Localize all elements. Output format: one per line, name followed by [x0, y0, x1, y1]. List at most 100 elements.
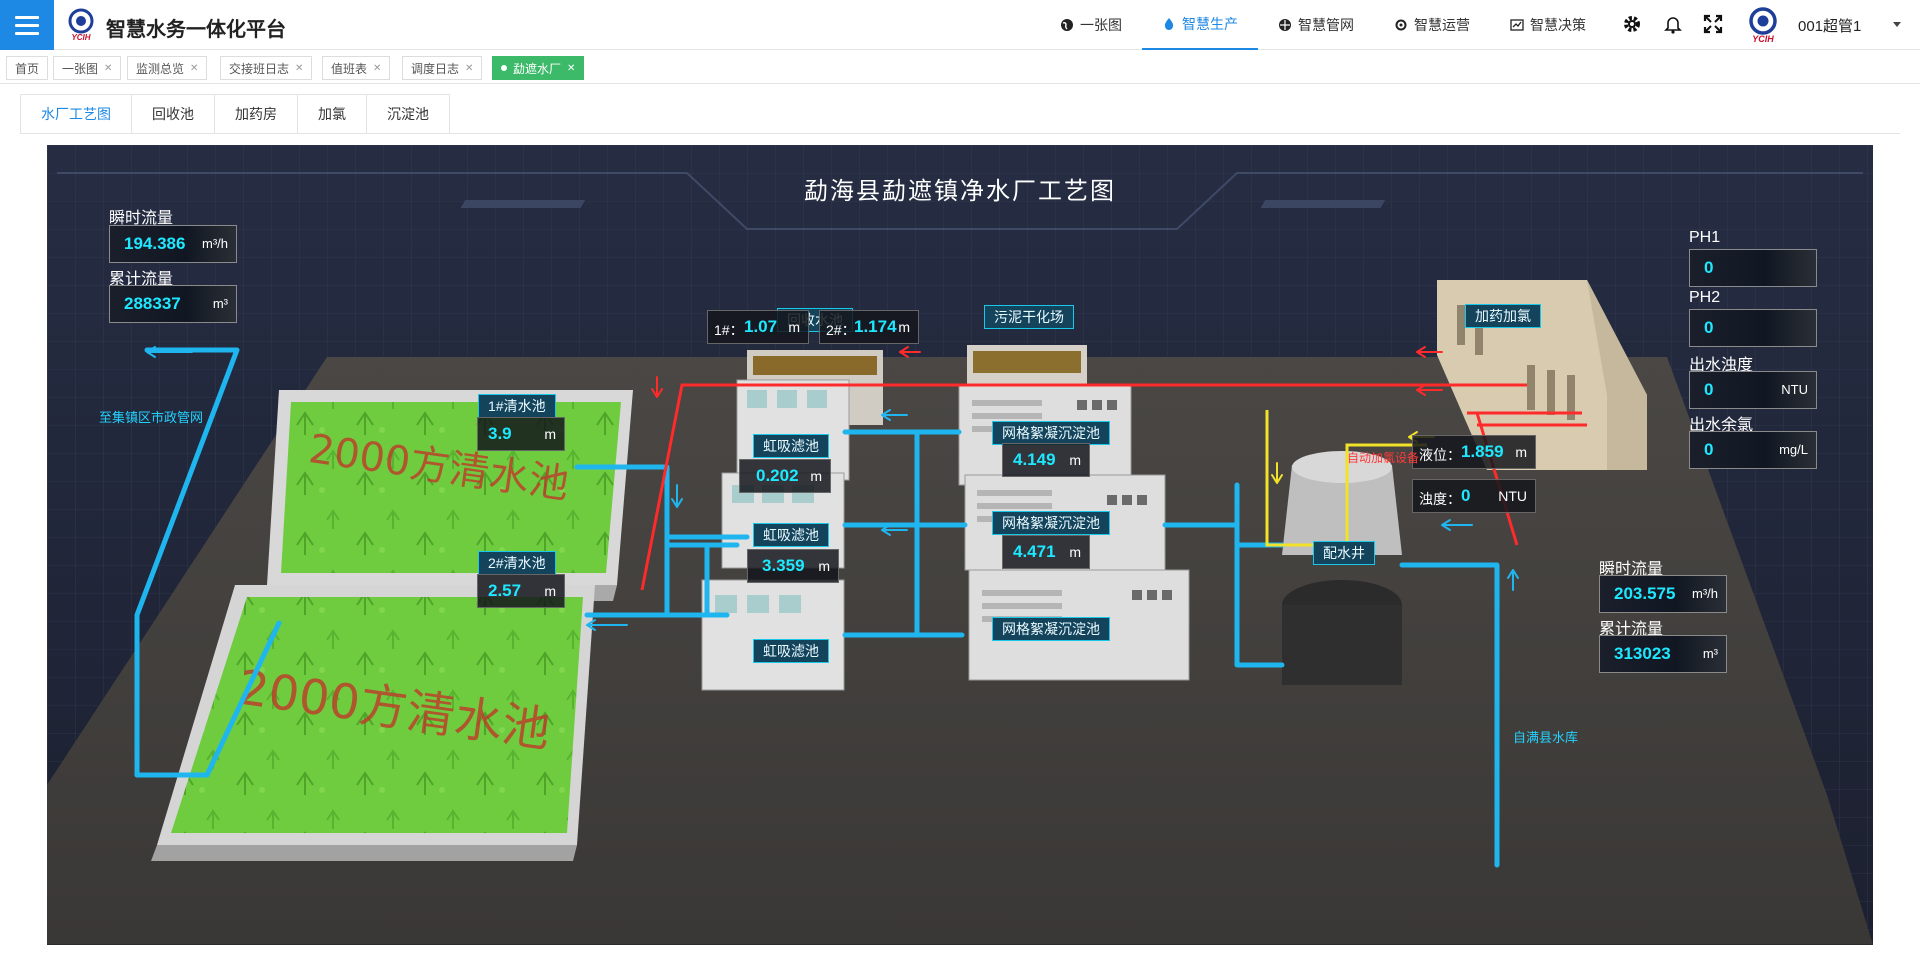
close-icon[interactable]: ✕	[190, 62, 199, 74]
reading-value: 1.859	[1461, 442, 1504, 461]
right-total-flow-label: 累计流量	[1599, 621, 1664, 638]
left-instant-flow: 194.386 m³/h	[109, 225, 237, 263]
globe-icon	[1061, 19, 1073, 31]
tag-bar: 首页 一张图 ✕ 监测总览 ✕ 交接班日志✕ 值班表 ✕ 调度日志 ✕ 勐遮水厂 ✕	[0, 51, 1920, 84]
turbidity-unit: NTU	[1781, 382, 1808, 397]
reading-value: 4.471	[1013, 542, 1056, 561]
siphon-filter-1-label[interactable]: 虹吸滤池	[753, 434, 829, 458]
chlorine-unit: mg/L	[1779, 442, 1808, 457]
right-total-flow-unit: m³	[1702, 646, 1718, 661]
tag-label: 监测总览	[136, 61, 185, 76]
reading-value: 3.359	[762, 556, 805, 575]
tag-monitor[interactable]: 监测总览 ✕	[127, 56, 208, 80]
sedimentation-1-level: 4.149 m	[1002, 443, 1090, 477]
from-reservoir-note: 自满县水库	[1513, 730, 1579, 745]
tab-chlorination[interactable]: 加氯	[297, 94, 366, 134]
close-icon[interactable]: ✕	[567, 62, 576, 74]
auto-dosing-note: 自动加氯设备	[1347, 451, 1420, 465]
tag-one-map[interactable]: 一张图 ✕	[53, 56, 122, 80]
tag-dispatch-log[interactable]: 调度日志 ✕	[402, 56, 483, 80]
turbidity-meter: 0 NTU	[1689, 371, 1817, 409]
process-diagram: 2000方清水池 2000方清水池	[47, 145, 1873, 945]
nav-label: 智慧运营	[1414, 17, 1470, 33]
tag-label: 值班表	[331, 61, 368, 76]
tag-label: 调度日志	[411, 61, 460, 76]
clear-pool-2-label[interactable]: 2#清水池	[478, 551, 556, 575]
settings-icon[interactable]	[1621, 13, 1643, 35]
network-icon	[1279, 19, 1291, 31]
chlorine-meter: 0 mg/L	[1689, 431, 1817, 469]
right-total-flow-value: 313023	[1614, 644, 1671, 663]
tag-label: 首页	[15, 61, 40, 76]
left-instant-flow-unit: m³/h	[202, 236, 228, 251]
right-instant-flow-unit: m³/h	[1692, 586, 1718, 601]
nav-label: 智慧生产	[1182, 16, 1238, 32]
reading-unit: m	[818, 558, 830, 574]
tag-plant[interactable]: 勐遮水厂 ✕	[492, 56, 585, 80]
fullscreen-icon[interactable]	[1702, 13, 1724, 35]
divider	[20, 133, 1900, 134]
sedimentation-3-label[interactable]: 网格絮凝沉淀池	[992, 617, 1110, 641]
tab-process-diagram[interactable]: 水厂工艺图	[20, 94, 131, 134]
avatar[interactable]: YCIH	[1744, 6, 1782, 44]
right-instant-flow: 203.575 m³/h	[1599, 575, 1727, 613]
close-icon[interactable]: ✕	[104, 62, 113, 74]
sedimentation-2-label[interactable]: 网格絮凝沉淀池	[992, 511, 1110, 535]
tab-recycle-pool[interactable]: 回收池	[131, 94, 214, 134]
left-instant-flow-value: 194.386	[124, 234, 186, 253]
reading-unit: m	[788, 319, 800, 335]
nav-smart-network[interactable]: 智慧管网	[1258, 0, 1374, 50]
reading-label: 浊度：	[1419, 491, 1461, 507]
clear-pool-2-level: 2.57 m	[477, 574, 565, 608]
chlorine-value: 0	[1704, 440, 1714, 459]
reading-value: 3.9	[488, 424, 512, 443]
siphon-filter-3-label[interactable]: 虹吸滤池	[753, 639, 829, 663]
reading-value: 1.07	[744, 317, 778, 336]
ph2-meter: 0	[1689, 309, 1817, 347]
sedimentation-1-label[interactable]: 网格絮凝沉淀池	[992, 421, 1110, 445]
sludge-yard-label[interactable]: 污泥干化场	[984, 305, 1074, 329]
tab-dosing-room[interactable]: 加药房	[214, 94, 297, 134]
svg-text:YCIH: YCIH	[71, 33, 90, 42]
cog-icon	[1395, 19, 1407, 31]
app-title: 智慧水务一体化平台	[106, 19, 286, 41]
chevron-down-icon[interactable]	[1893, 22, 1901, 27]
close-icon[interactable]: ✕	[465, 62, 474, 74]
nav-label: 智慧决策	[1530, 17, 1586, 33]
diagram-title: 勐海县勐遮镇净水厂工艺图	[804, 178, 1116, 205]
left-total-flow-label: 累计流量	[109, 271, 174, 288]
nav-one-map[interactable]: 一张图	[1040, 0, 1142, 50]
reading-value: 1.174	[854, 317, 897, 336]
active-dot	[501, 65, 507, 71]
reading-unit: NTU	[1498, 488, 1527, 504]
close-icon[interactable]: ✕	[295, 62, 304, 74]
right-instant-flow-label: 瞬时流量	[1599, 561, 1664, 578]
dosing-label[interactable]: 加药加氯	[1465, 304, 1541, 328]
user-name[interactable]: 001超管1	[1798, 18, 1862, 35]
nav-smart-production[interactable]: 智慧生产	[1142, 0, 1258, 50]
distribution-well-label[interactable]: 配水井	[1313, 541, 1375, 565]
nav-smart-decision[interactable]: 智慧决策	[1490, 0, 1606, 50]
reading-value: 4.149	[1013, 450, 1056, 469]
well-turbidity: 浊度： 0 NTU	[1412, 479, 1536, 513]
nav-smart-operation[interactable]: 智慧运营	[1374, 0, 1490, 50]
reading-value: 0	[1461, 486, 1471, 505]
tag-home[interactable]: 首页	[6, 56, 49, 80]
menu-button[interactable]	[0, 0, 54, 50]
bell-icon[interactable]	[1662, 13, 1684, 35]
ph1-value: 0	[1704, 258, 1714, 277]
tag-duty-table[interactable]: 值班表 ✕	[322, 56, 391, 80]
right-total-flow: 313023 m³	[1599, 635, 1727, 673]
chlorine-label: 出水余氯	[1689, 417, 1754, 434]
tab-sedimentation[interactable]: 沉淀池	[366, 94, 450, 134]
clear-pool-1-label[interactable]: 1#清水池	[478, 394, 556, 418]
reading-unit: m	[898, 319, 910, 335]
right-instant-flow-value: 203.575	[1614, 584, 1676, 603]
tag-label: 勐遮水厂	[513, 61, 562, 76]
close-icon[interactable]: ✕	[373, 62, 382, 74]
reading-value: 2.57	[488, 581, 522, 600]
tag-shift-log[interactable]: 交接班日志✕	[220, 56, 313, 80]
siphon-filter-1-level: 0.202 m	[739, 459, 831, 493]
tag-label: 一张图	[62, 61, 99, 76]
siphon-filter-2-label[interactable]: 虹吸滤池	[753, 523, 829, 547]
